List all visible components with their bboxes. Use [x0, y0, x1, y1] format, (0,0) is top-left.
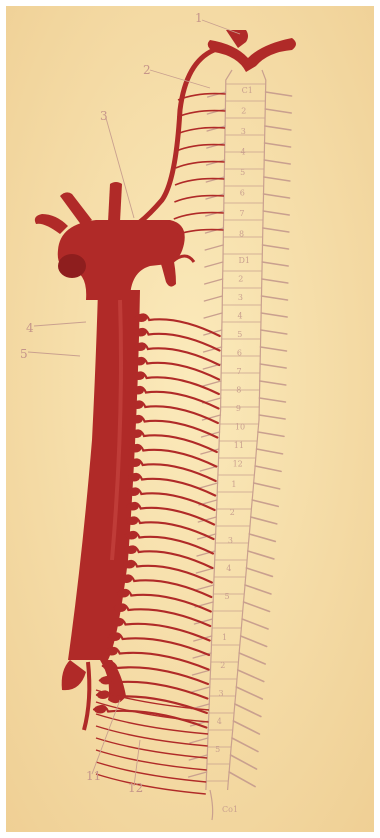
segmental-artery-origin [106, 648, 118, 656]
callout-label-2: 2 [143, 64, 151, 76]
segment-label: 4 [217, 717, 222, 726]
segment-label: 5 [237, 330, 242, 339]
segment-label: 9 [236, 404, 241, 413]
segment-label: 5 [240, 168, 245, 177]
segment-label: 2 [238, 275, 243, 284]
callout-label-1: 1 [195, 12, 203, 24]
segmental-artery-origin [123, 561, 135, 569]
segment-label: 11 [234, 441, 244, 450]
segment-label: 2 [241, 107, 246, 116]
segment-label: 8 [239, 230, 244, 239]
segmental-artery-origin [125, 532, 137, 540]
segment-label: 4 [238, 312, 243, 321]
segment-label: 4 [226, 564, 231, 573]
segment-label: 5 [225, 592, 230, 601]
segment-label: 6 [237, 349, 242, 358]
segment-label: 8 [236, 386, 241, 395]
segmental-artery-origin [129, 445, 141, 453]
segment-label: 10 [235, 423, 245, 432]
segmental-artery-origin [100, 677, 112, 685]
segmental-artery-origin [129, 459, 141, 467]
segmental-artery-origin [132, 387, 144, 395]
segment-label: 3 [219, 689, 224, 698]
segment-label: 3 [228, 536, 233, 545]
segment-label: 3 [241, 127, 246, 136]
callout-label-5: 5 [20, 348, 28, 360]
segmental-artery-origin [112, 619, 124, 627]
segment-label: 1 [231, 480, 236, 489]
segmental-artery-origin [133, 358, 145, 366]
callout-label-11: 11 [86, 770, 101, 782]
segmental-artery-origin [114, 604, 126, 612]
segmental-artery-origin [128, 474, 140, 482]
segment-label: 6 [240, 189, 245, 198]
segment-label: 2 [220, 661, 225, 670]
callout-label-4: 4 [26, 322, 34, 334]
callout-label-12: 12 [128, 782, 143, 794]
segment-label: D1 [239, 256, 251, 265]
segmental-artery-origin [131, 401, 143, 409]
segment-label: 1 [222, 633, 227, 642]
segmental-artery-origin [134, 343, 146, 351]
segment-label: 12 [233, 460, 243, 469]
segmental-artery-origin [125, 546, 137, 554]
segmental-artery-origin [135, 329, 147, 337]
segmental-artery-origin [127, 503, 139, 511]
segmental-artery-origin [130, 430, 142, 438]
coccygeal-label: Co1 [222, 805, 238, 814]
segment-label: 5 [215, 745, 220, 754]
segment-label: 2 [230, 508, 235, 517]
segment-label: 7 [239, 209, 244, 218]
segmental-artery-origin [109, 633, 121, 641]
segment-label: 4 [241, 148, 246, 157]
segment-label: 3 [238, 293, 243, 302]
callout-label-3: 3 [100, 110, 108, 122]
segmental-artery-origin [135, 314, 147, 322]
segmental-artery-origin [103, 662, 115, 670]
segmental-artery-origin [117, 590, 129, 598]
segment-label: C1 [242, 86, 253, 95]
ascending-aorta-cut [58, 254, 86, 278]
segmental-artery-origin [94, 706, 106, 714]
segmental-artery-origin [131, 416, 143, 424]
segmental-artery-origin [133, 372, 145, 380]
segmental-artery-origin [127, 488, 139, 496]
segment-label: 7 [237, 367, 242, 376]
segmental-artery-origin [120, 575, 132, 583]
brachiocephalic-artery [108, 182, 122, 222]
segmental-artery-origin [126, 517, 138, 525]
